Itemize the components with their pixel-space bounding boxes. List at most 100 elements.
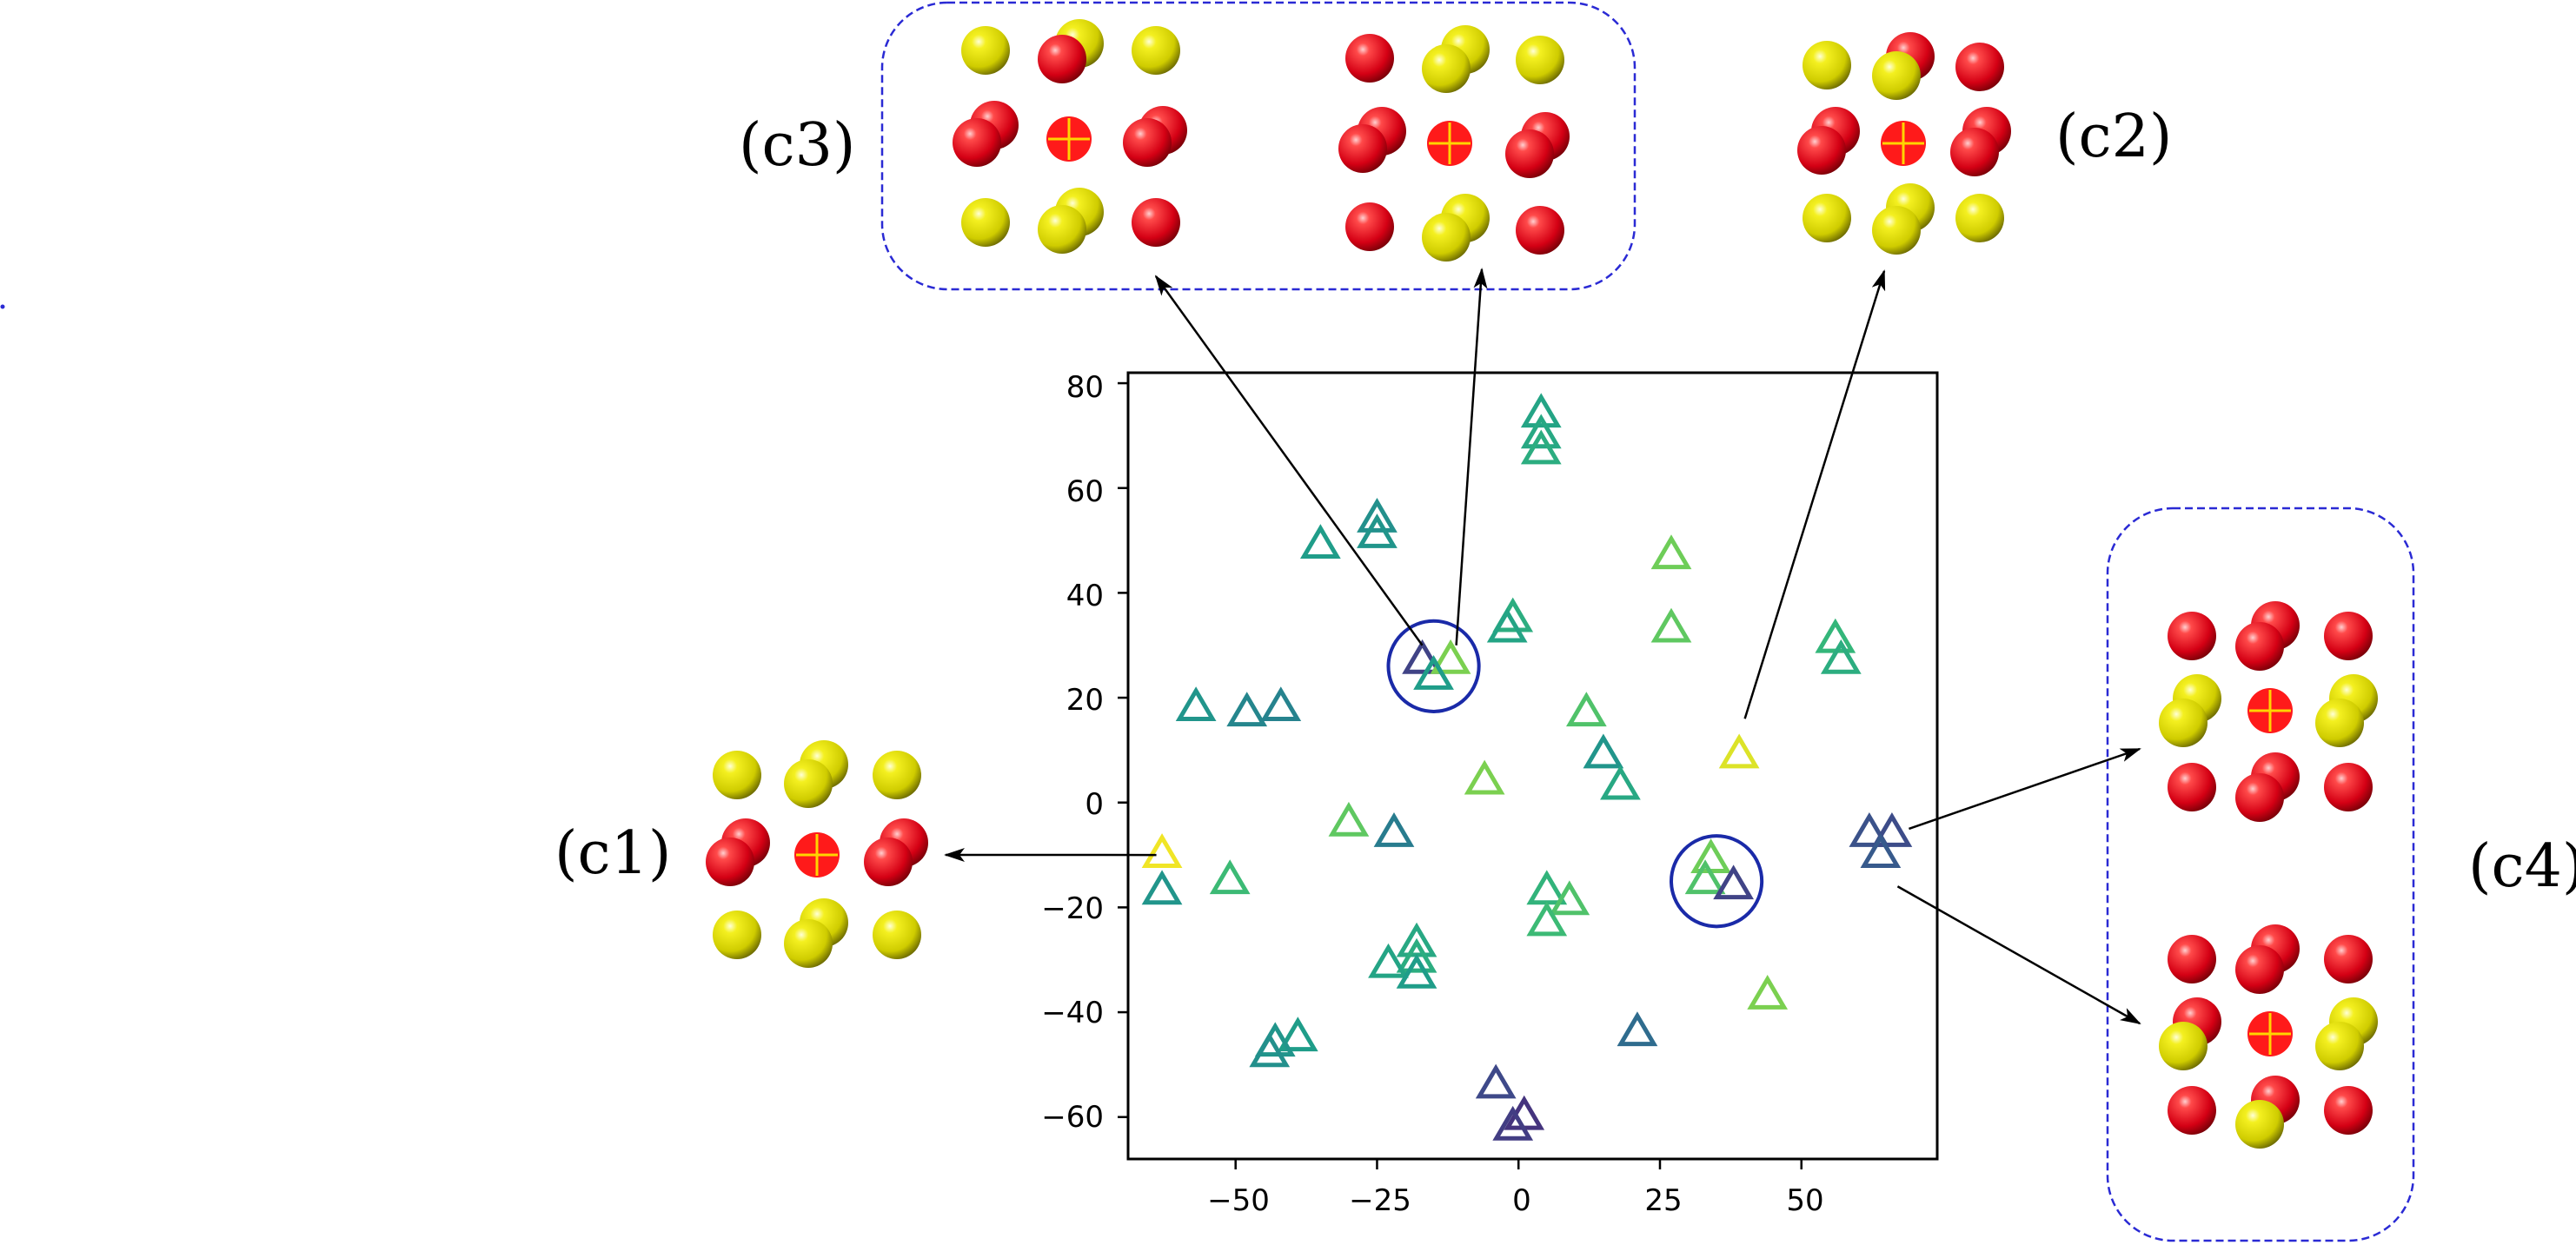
yellow-atom: [713, 751, 761, 799]
scatter-point: [1583, 733, 1624, 769]
y-tick-label: −20: [1041, 891, 1104, 926]
scatter-point: [1747, 975, 1789, 1010]
yellow-atom: [713, 911, 761, 959]
scatter-point: [1260, 686, 1302, 722]
scatter-point: [1249, 1032, 1291, 1068]
scatter-point: [1650, 607, 1692, 643]
scatter-point: [1815, 618, 1856, 653]
scatter-point: [1328, 801, 1370, 837]
red-atom: [2235, 945, 2284, 994]
highlight-circles: [1386, 619, 1764, 929]
panel-label-c2: (c2): [2055, 103, 2172, 171]
arrow-to-c2: [1743, 269, 1886, 719]
scatter-point: [1526, 901, 1568, 937]
yellow-atom: [2159, 1022, 2208, 1070]
scatter-point: [1368, 943, 1409, 978]
plot-frame: [1126, 371, 1939, 1161]
scatter-point: [1396, 937, 1437, 973]
red-atom: [1132, 198, 1180, 247]
scatter-point: [1475, 1063, 1517, 1099]
yellow-atom: [784, 919, 833, 968]
yellow-atom: [2235, 1100, 2284, 1149]
scatter-point: [1209, 859, 1251, 895]
y-tick-label: −60: [1041, 1100, 1104, 1135]
yellow-atom: [961, 198, 1010, 247]
arrow-to-c4a: [1909, 747, 2141, 831]
scatter-point: [1565, 692, 1607, 727]
panel-group-c4-box: [2106, 507, 2415, 1242]
red-atom: [2235, 773, 2284, 822]
scatter-point: [1141, 870, 1183, 905]
structure-panels: [706, 19, 2378, 1149]
red-atom: [2324, 1086, 2373, 1135]
edge-mark: [0, 304, 5, 309]
yellow-atom: [2315, 699, 2364, 747]
y-tick-label: 40: [1066, 579, 1104, 613]
red-atom: [2324, 763, 2373, 811]
red-atom: [2168, 763, 2216, 811]
scatter-point: [1871, 811, 1913, 847]
scatter-point: [1175, 686, 1217, 722]
scatter-point: [1690, 838, 1731, 873]
structure-panel-c3a: [953, 19, 1187, 254]
red-atom: [2168, 612, 2216, 660]
yellow-atom: [1872, 51, 1921, 100]
y-tick-label: −40: [1041, 996, 1104, 1030]
x-axis: −50 −25 0 25 50: [1207, 1183, 1824, 1218]
scatter-point: [1713, 864, 1754, 900]
scatter-point: [1617, 1011, 1658, 1047]
arrow-to-c3a: [1154, 275, 1424, 646]
yellow-atom: [961, 26, 1010, 75]
arrow-to-c4b: [1896, 885, 2141, 1025]
scatter-point: [1299, 524, 1341, 559]
structure-panel-c2: [1797, 32, 2011, 255]
yellow-atom: [1422, 213, 1471, 262]
scatter-point: [1520, 414, 1562, 449]
scatter-point: [1486, 607, 1528, 643]
scatter-point: [1226, 692, 1268, 727]
red-atom: [1516, 206, 1564, 255]
red-atom: [1345, 34, 1394, 83]
structure-panel-c4a: [2159, 601, 2378, 822]
red-atom: [1955, 43, 2004, 91]
scatter-point: [1396, 953, 1437, 989]
scatter-point: [1718, 733, 1760, 769]
red-atom: [1123, 118, 1172, 167]
yellow-atom: [784, 759, 833, 808]
y-tick-label: 0: [1085, 787, 1104, 822]
yellow-atom: [1872, 206, 1921, 255]
x-tick-label: 0: [1512, 1183, 1531, 1218]
tick-marks: [1118, 381, 1803, 1169]
scatter-point: [1430, 639, 1471, 674]
scatter-axes: −50 −25 0 25 50 80 60 40 20 0 −20 −40 −6…: [1041, 370, 1939, 1218]
panel-label-c4: (c4): [2468, 832, 2576, 901]
red-atom: [1345, 202, 1394, 251]
panel-label-c3: (c3): [739, 111, 855, 180]
red-atom: [2168, 935, 2216, 983]
scatter-point: [1464, 759, 1505, 795]
yellow-atom: [1422, 44, 1471, 93]
x-tick-label: −25: [1349, 1183, 1411, 1218]
x-tick-label: −50: [1207, 1183, 1270, 1218]
scatter-point: [1277, 1017, 1318, 1052]
scatter-point: [1549, 880, 1590, 916]
scatter-points: [1141, 393, 1913, 1141]
scatter-point: [1373, 811, 1415, 847]
scatter-point: [1520, 393, 1562, 428]
scatter-point: [1849, 811, 1890, 847]
y-axis: 80 60 40 20 0 −20 −40 −60: [1041, 370, 1104, 1135]
red-atom: [2168, 1086, 2216, 1135]
red-atom: [864, 838, 913, 886]
red-atom: [953, 118, 1001, 167]
yellow-atom: [1955, 194, 2004, 242]
scatter-point: [1526, 870, 1568, 905]
yellow-atom: [873, 751, 921, 799]
red-atom: [2324, 612, 2373, 660]
yellow-atom: [2315, 1022, 2364, 1070]
red-atom: [1950, 128, 1999, 176]
arrows: [944, 268, 2141, 1025]
scatter-point: [1650, 534, 1692, 570]
y-tick-label: 60: [1066, 474, 1104, 509]
panel-label-c1: (c1): [554, 819, 671, 888]
